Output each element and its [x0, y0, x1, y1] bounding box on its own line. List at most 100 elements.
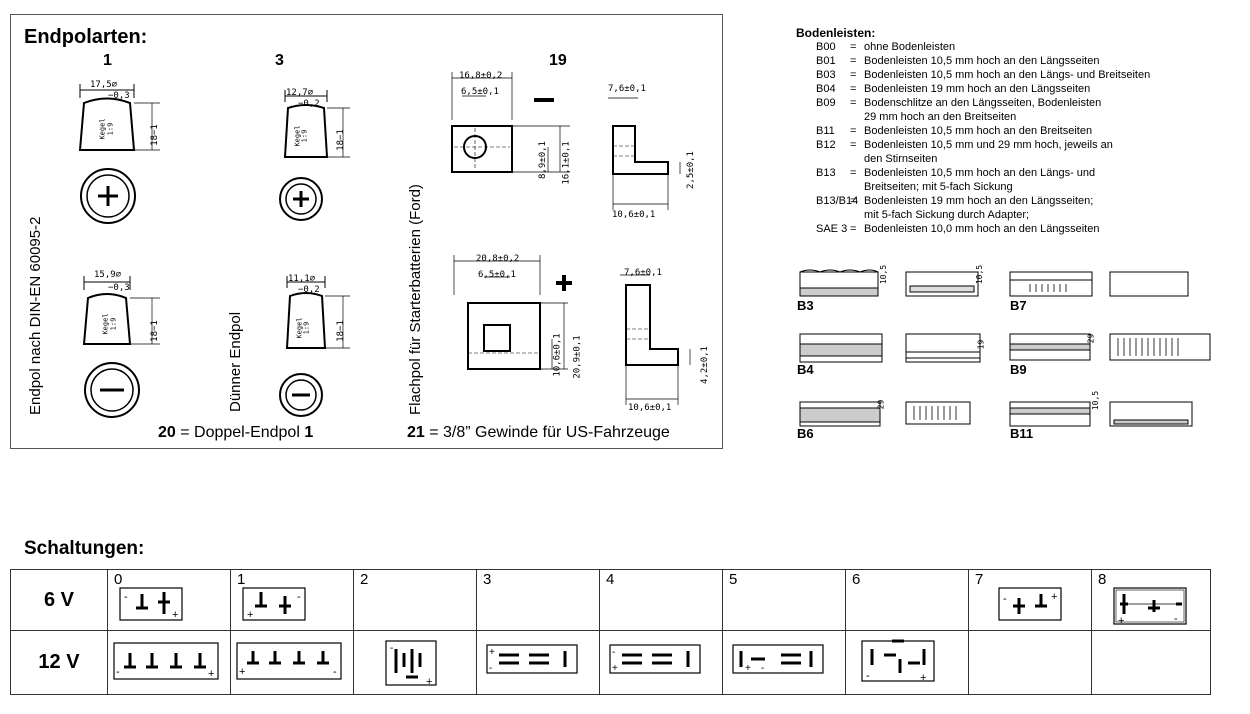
dim-flat-pos-hole: 6,5±0,1 — [478, 270, 516, 280]
ratio-label-b: 1:9 — [109, 317, 118, 331]
dim-12-7: 12,7∅ — [286, 88, 314, 98]
bodenleiste-equals: = — [850, 97, 857, 109]
svg-text:-: - — [866, 670, 870, 682]
circuit-12v-3: +- — [486, 644, 578, 674]
bodenleiste-equals: = — [850, 167, 857, 179]
bodenleiste-code: B01 — [816, 55, 836, 67]
bodenleiste-code: B04 — [816, 83, 836, 95]
bodenleiste-description: Bodenleisten 10,5 mm hoch an den Breitse… — [864, 125, 1093, 137]
circuit-12v-0: -+ — [113, 642, 219, 680]
flat-terminal-negative-drawing — [451, 72, 681, 210]
cell-6v-5: 5 — [722, 569, 846, 631]
dim-18-b: 18−1 — [335, 129, 346, 151]
circuit-6v-8: +- — [1113, 587, 1187, 627]
svg-text:+: + — [1051, 591, 1057, 603]
bodenleiste-description: Bodenleisten 10,5 mm hoch an den Längsse… — [864, 55, 1100, 67]
circuit-12v-4: -+ — [609, 644, 701, 674]
schaltungen-table: 6 V 0 -+ 1 +- 2 3 4 5 6 7 -+ 8 +- 12 V -… — [10, 569, 1211, 695]
caption-20-text: = Doppel-Endpol — [175, 424, 305, 441]
dim-flat-neg-h1: 8,9±0,1 — [537, 141, 548, 179]
bodenleiste-code: B11 — [816, 125, 835, 137]
col-number-5: 5 — [729, 571, 738, 588]
bodenleiste-row: den Stirnseiten — [796, 152, 1174, 166]
dim-17-5: 17,5∅ — [90, 80, 118, 90]
cell-12v-6: -+ — [845, 630, 969, 695]
bodenleiste-description: Bodenleisten 19 mm hoch an den Längsseit… — [864, 195, 1094, 207]
dim-bl-19: 19 — [976, 339, 986, 350]
bodenleisten-title: Bodenleisten: — [796, 26, 876, 40]
caption-21-text: = 3/8” Gewinde für US-Fahrzeuge — [424, 424, 670, 441]
terminal-1-negative-drawing — [82, 276, 160, 345]
caption-21-number: 21 — [407, 424, 425, 441]
dim-flat-neg-hole: 6,5±0,1 — [461, 87, 499, 97]
svg-text:-: - — [761, 663, 764, 674]
bodenleiste-row: B13/B14= Bodenleisten 19 mm hoch an den L… — [796, 194, 1174, 208]
bodenleiste-equals: = — [850, 195, 857, 207]
bodenleiste-row: SAE 3=Bodenleisten 10,0 mm hoch an den L… — [796, 222, 1174, 236]
bodenleiste-row: B03=Bodenleisten 10,5 mm hoch an den Län… — [796, 68, 1174, 82]
bodenleiste-description: mit 5-fach Sickung durch Adapter; — [864, 209, 1030, 221]
dim-minus-0-3-b: −0,3 — [108, 283, 130, 293]
circuit-12v-1: +- — [236, 642, 342, 680]
dim-bl-10-5-a: 10,5 — [879, 264, 889, 285]
bodenleiste-code — [796, 152, 850, 166]
col-number-6: 6 — [852, 571, 861, 588]
minus-pole-symbol-1 — [84, 362, 140, 418]
plus-pole-symbol-3 — [279, 177, 323, 221]
dim-18-d: 18−1 — [335, 320, 346, 342]
dim-flat-neg-side-t: 7,6±0,1 — [608, 84, 646, 94]
caption-20-ref: 1 — [304, 424, 314, 441]
svg-text:+: + — [1118, 615, 1124, 627]
cell-6v-3: 3 — [476, 569, 600, 631]
dim-minus-0-2-a: −0,2 — [298, 99, 320, 109]
caption-20: 20 = Doppel-Endpol 1 — [158, 424, 313, 442]
vert-label-duenner-endpol: Dünner Endpol — [227, 311, 244, 412]
dim-flat-pos-side-h: 4,2±0,1 — [699, 346, 710, 384]
cell-6v-6: 6 — [845, 569, 969, 631]
terminal-type-1-number: 1 — [103, 52, 112, 69]
bodenleiste-description: Bodenleisten 10,0 mm hoch an den Längsse… — [864, 223, 1100, 235]
dim-18-c: 18−1 — [149, 320, 160, 342]
bodenleiste-row: Breitseiten; mit 5-fach Sickung — [796, 180, 1174, 194]
col-number-3: 3 — [483, 571, 492, 588]
minus-pole-symbol-3 — [279, 373, 323, 417]
bodenleiste-equals: = — [850, 55, 857, 67]
bodenleiste-equals: = — [850, 41, 857, 53]
bodenleiste-code — [796, 180, 850, 194]
svg-text:+: + — [172, 609, 178, 621]
svg-text:-: - — [1174, 613, 1178, 625]
flat-terminal-positive-drawing — [453, 255, 691, 405]
dim-bl-29-b: 29 — [876, 399, 886, 410]
svg-text:-: - — [124, 591, 128, 603]
bodenleiste-code: B09 — [816, 97, 836, 109]
bodenleiste-description: 29 mm hoch an den Breitseiten — [864, 111, 1017, 123]
col-number-4: 4 — [606, 571, 615, 588]
plus-pole-symbol-1 — [80, 168, 136, 224]
circuit-6v-1: +- — [242, 587, 306, 621]
terminal-1-positive-drawing — [78, 84, 160, 151]
cell-12v-5: +- — [722, 630, 846, 695]
dim-flat-pos-side-w: 10,6±0,1 — [628, 403, 672, 413]
cell-6v-2: 2 — [353, 569, 477, 631]
bodenleiste-equals — [850, 110, 864, 124]
svg-text:+: + — [612, 663, 618, 674]
bodenleiste-equals — [850, 152, 864, 166]
bodenleiste-label-b3: B3 — [797, 298, 814, 313]
col-number-7: 7 — [975, 571, 984, 588]
bodenleiste-description: Bodenleisten 19 mm hoch an den Längsseit… — [864, 83, 1091, 95]
cell-6v-8: 8 +- — [1091, 569, 1211, 631]
terminal-3-positive-drawing — [283, 90, 350, 158]
bodenleiste-row: mit 5-fach Sickung durch Adapter; — [796, 208, 1174, 222]
bodenleiste-code — [796, 110, 850, 124]
svg-text:+: + — [426, 676, 432, 688]
bodenleiste-code: B13/B14 — [816, 195, 859, 207]
cell-12v-4: -+ — [599, 630, 723, 695]
bodenleisten-drawings — [799, 269, 1211, 427]
svg-text:-: - — [116, 666, 120, 678]
kegel-label-b: Kegel — [101, 313, 110, 335]
table-row-6v: 6 V 0 -+ 1 +- 2 3 4 5 6 7 -+ 8 +- — [10, 569, 1211, 631]
terminal-type-3-number: 3 — [275, 52, 284, 69]
bodenleiste-code: B13 — [816, 167, 836, 179]
cell-6v-4: 4 — [599, 569, 723, 631]
